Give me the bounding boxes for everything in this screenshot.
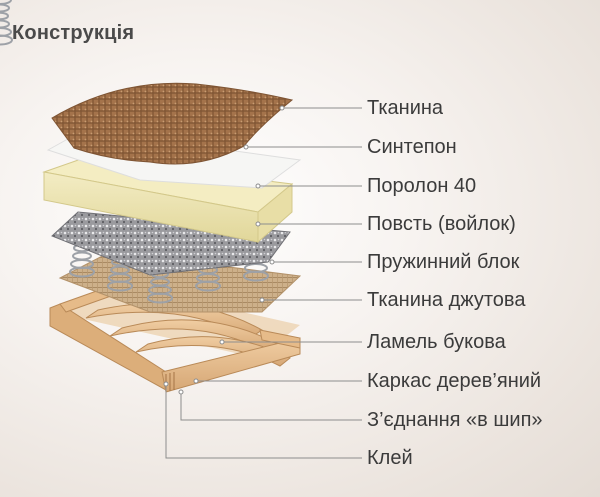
leader-dots — [163, 105, 285, 395]
label-tenon-joint: З’єднання «в шип» — [367, 409, 543, 431]
spring-block — [0, 0, 269, 304]
foam-layer — [42, 157, 294, 244]
page-title: Конструкція — [12, 22, 135, 44]
label-synthepon: Синтепон — [367, 136, 457, 158]
leader-lines — [165, 107, 362, 459]
wooden-frame — [49, 281, 301, 393]
label-beech-slat: Ламель букова — [367, 331, 506, 353]
label-fabric: Тканина — [367, 97, 444, 119]
fabric-layer — [51, 82, 294, 165]
label-felt: Повсть (войлок) — [367, 213, 516, 235]
label-foam: Поролон 40 — [367, 175, 477, 197]
label-spring-block: Пружинний блок — [367, 251, 520, 273]
label-jute: Тканина джутова — [367, 289, 526, 311]
label-glue: Клей — [367, 447, 413, 469]
label-wooden-frame: Каркас дерев’яний — [367, 370, 542, 392]
